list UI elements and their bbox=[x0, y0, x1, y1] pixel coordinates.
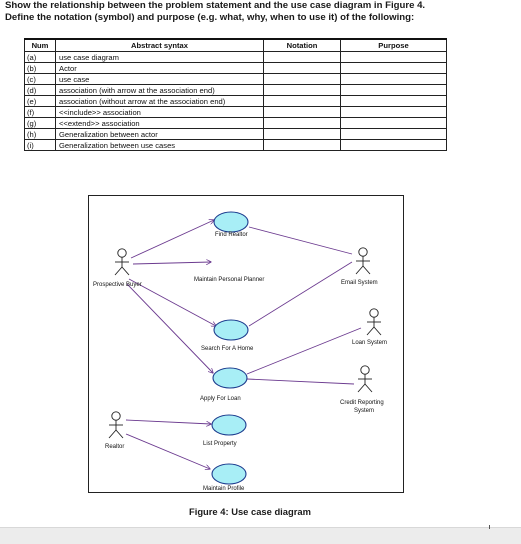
actor-loan-system bbox=[366, 308, 382, 336]
row-purpose-cell bbox=[340, 106, 447, 118]
assoc-loan-system-loan bbox=[246, 327, 362, 375]
assoc-realtor-list bbox=[125, 419, 211, 424]
row-abstract-syntax: association (without arrow at the associ… bbox=[55, 95, 264, 107]
row-notation-cell bbox=[263, 51, 341, 63]
row-num: (f) bbox=[24, 106, 56, 118]
assoc-email-find-realtor bbox=[248, 226, 353, 255]
row-abstract-syntax: Generalization between use cases bbox=[55, 139, 264, 151]
row-abstract-syntax: use case diagram bbox=[55, 51, 264, 63]
question-line-2: Define the notation (symbol) and purpose… bbox=[5, 12, 415, 23]
row-num: (a) bbox=[24, 51, 56, 63]
row-purpose-cell bbox=[340, 84, 447, 96]
row-notation-cell bbox=[263, 128, 341, 140]
row-purpose-cell bbox=[340, 51, 447, 63]
use-case-apply-for-loan: Apply For Loan bbox=[200, 367, 248, 402]
row-abstract-syntax: use case bbox=[55, 73, 264, 85]
label-list-property: List Property bbox=[203, 441, 237, 447]
label-credit-reporting-line2: System bbox=[354, 408, 374, 414]
table-row: (a)use case diagram bbox=[24, 51, 447, 63]
associations bbox=[125, 220, 362, 469]
row-notation-cell bbox=[263, 84, 341, 96]
label-maintain-profile: Maintain Profile bbox=[203, 486, 245, 492]
assoc-buyer-find-realtor bbox=[130, 220, 214, 259]
actor-realtor bbox=[108, 411, 124, 439]
header-purpose: Purpose bbox=[340, 38, 447, 52]
use-case-maintain-profile: Maintain Profile bbox=[203, 463, 247, 492]
use-case-find-realtor: Find Realtor bbox=[213, 211, 249, 238]
row-purpose-cell bbox=[340, 73, 447, 85]
assoc-email-search bbox=[248, 261, 353, 327]
row-num: (b) bbox=[24, 62, 56, 74]
row-notation-cell bbox=[263, 95, 341, 107]
bottom-bar bbox=[0, 527, 521, 544]
assoc-buyer-search bbox=[128, 278, 216, 326]
actor-email-system bbox=[355, 247, 371, 275]
notation-table: Num Abstract syntax Notation Purpose (a)… bbox=[24, 38, 447, 151]
row-num: (g) bbox=[24, 117, 56, 129]
actor-credit-reporting-system bbox=[357, 365, 373, 393]
use-case-maintain-personal-planner: Maintain Personal Planner bbox=[194, 277, 264, 283]
row-abstract-syntax: <<extend>> association bbox=[55, 117, 264, 129]
row-num: (d) bbox=[24, 84, 56, 96]
table-row: (h)Generalization between actor bbox=[24, 128, 447, 140]
table-row: (d)association (with arrow at the associ… bbox=[24, 84, 447, 96]
label-prospective-buyer: Prospective Buyer bbox=[93, 282, 142, 288]
actor-prospective-buyer bbox=[114, 248, 130, 276]
figure-caption: Figure 4: Use case diagram bbox=[189, 506, 311, 517]
label-find-realtor: Find Realtor bbox=[215, 232, 248, 238]
use-case-list-property: List Property bbox=[203, 414, 247, 447]
question-line-1: Show the relationship between the proble… bbox=[5, 0, 426, 11]
header-abstract-syntax: Abstract syntax bbox=[55, 38, 264, 52]
row-abstract-syntax: association (with arrow at the associati… bbox=[55, 84, 264, 96]
row-notation-cell bbox=[263, 73, 341, 85]
use-case-search-for-a-home: Search For A Home bbox=[201, 319, 254, 352]
row-num: (h) bbox=[24, 128, 56, 140]
row-num: (e) bbox=[24, 95, 56, 107]
row-purpose-cell bbox=[340, 117, 447, 129]
table-header-row: Num Abstract syntax Notation Purpose bbox=[24, 38, 447, 52]
header-num: Num bbox=[24, 38, 56, 52]
row-notation-cell bbox=[263, 62, 341, 74]
row-notation-cell bbox=[263, 117, 341, 129]
assoc-buyer-planner bbox=[132, 262, 211, 264]
bottom-bar-tick bbox=[489, 525, 490, 529]
row-purpose-cell bbox=[340, 128, 447, 140]
label-search-for-a-home: Search For A Home bbox=[201, 346, 254, 352]
table-row: (b)Actor bbox=[24, 62, 447, 74]
row-purpose-cell bbox=[340, 95, 447, 107]
assoc-credit-loan bbox=[246, 378, 355, 385]
table-row: (e)association (without arrow at the ass… bbox=[24, 95, 447, 107]
assoc-realtor-profile bbox=[125, 433, 210, 469]
row-purpose-cell bbox=[340, 139, 447, 151]
label-credit-reporting-line1: Credit Reporting bbox=[340, 400, 384, 406]
row-num: (c) bbox=[24, 73, 56, 85]
row-notation-cell bbox=[263, 139, 341, 151]
row-num: (i) bbox=[24, 139, 56, 151]
table-row: (c)use case bbox=[24, 73, 447, 85]
table-row: (g)<<extend>> association bbox=[24, 117, 447, 129]
row-purpose-cell bbox=[340, 62, 447, 74]
label-loan-system: Loan System bbox=[352, 340, 387, 346]
diagram-canvas: Find Realtor Maintain Personal Planner S… bbox=[93, 211, 387, 492]
label-apply-for-loan: Apply For Loan bbox=[200, 396, 241, 402]
label-maintain-personal-planner: Maintain Personal Planner bbox=[194, 277, 264, 283]
row-notation-cell bbox=[263, 106, 341, 118]
use-case-diagram: Find Realtor Maintain Personal Planner S… bbox=[88, 195, 404, 493]
table-row: (f)<<include>> association bbox=[24, 106, 447, 118]
row-abstract-syntax: Actor bbox=[55, 62, 264, 74]
table-row: (i)Generalization between use cases bbox=[24, 139, 447, 151]
table-body: (a)use case diagram(b)Actor(c)use case(d… bbox=[24, 51, 447, 151]
label-email-system: Email System bbox=[341, 280, 378, 286]
header-notation: Notation bbox=[263, 38, 341, 52]
label-realtor: Realtor bbox=[105, 444, 124, 450]
assoc-buyer-loan bbox=[126, 283, 213, 373]
row-abstract-syntax: Generalization between actor bbox=[55, 128, 264, 140]
row-abstract-syntax: <<include>> association bbox=[55, 106, 264, 118]
